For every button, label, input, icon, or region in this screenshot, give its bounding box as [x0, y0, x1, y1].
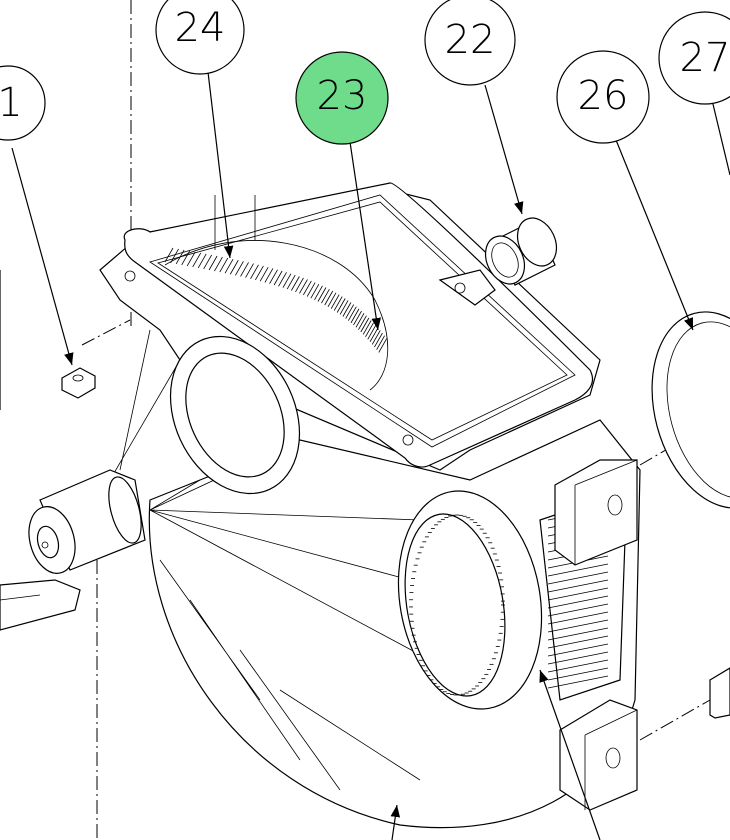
leader-lines [0, 71, 730, 840]
callout-24[interactable]: 24 [155, 0, 245, 75]
gear-teeth [164, 247, 388, 353]
centerline [639, 699, 711, 741]
nut-part [61, 367, 96, 399]
gear-housing [0, 182, 641, 829]
callout-label: 26 [578, 73, 629, 119]
block-part-label: 6 [728, 667, 730, 700]
callout-27[interactable]: 27 [658, 11, 730, 105]
centerline [81, 319, 131, 346]
callout-1[interactable]: 1 [0, 65, 46, 141]
callout-26[interactable]: 26 [556, 50, 650, 144]
callout-23[interactable]: 23 [295, 51, 389, 145]
callout-label: 27 [680, 35, 730, 81]
ring-part-26 [651, 311, 730, 509]
bushing-part-22 [484, 217, 558, 286]
callout-label: 24 [175, 5, 226, 51]
callout-label: 23 [317, 73, 368, 119]
callout-22[interactable]: 22 [424, 0, 516, 86]
callout-label: 22 [445, 17, 496, 63]
callout-label: 1 [0, 80, 23, 126]
gear-teeth [409, 514, 505, 696]
